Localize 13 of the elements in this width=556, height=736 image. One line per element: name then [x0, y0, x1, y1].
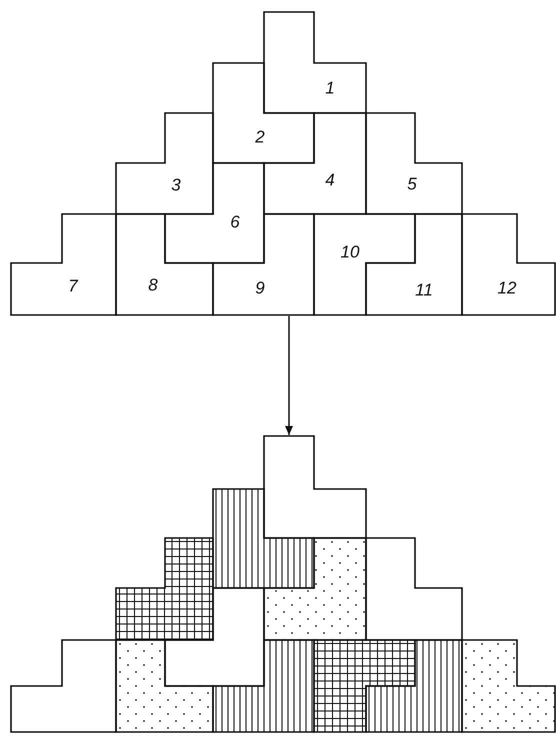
piece-number: 2: [255, 128, 265, 146]
piece-number: 7: [68, 278, 78, 294]
piece-number: 6: [230, 214, 240, 230]
piece-number: 9: [255, 280, 265, 296]
piece-number: 3: [171, 176, 181, 194]
arrow: [285, 316, 293, 435]
piece-number: 5: [407, 176, 417, 192]
piece-number: 10: [340, 244, 360, 260]
piece-number: 1: [325, 80, 335, 96]
piece-number: 4: [325, 172, 335, 188]
piece-number: 12: [498, 280, 516, 296]
piece-number: 8: [148, 276, 158, 294]
piece-number: 11: [415, 282, 433, 298]
